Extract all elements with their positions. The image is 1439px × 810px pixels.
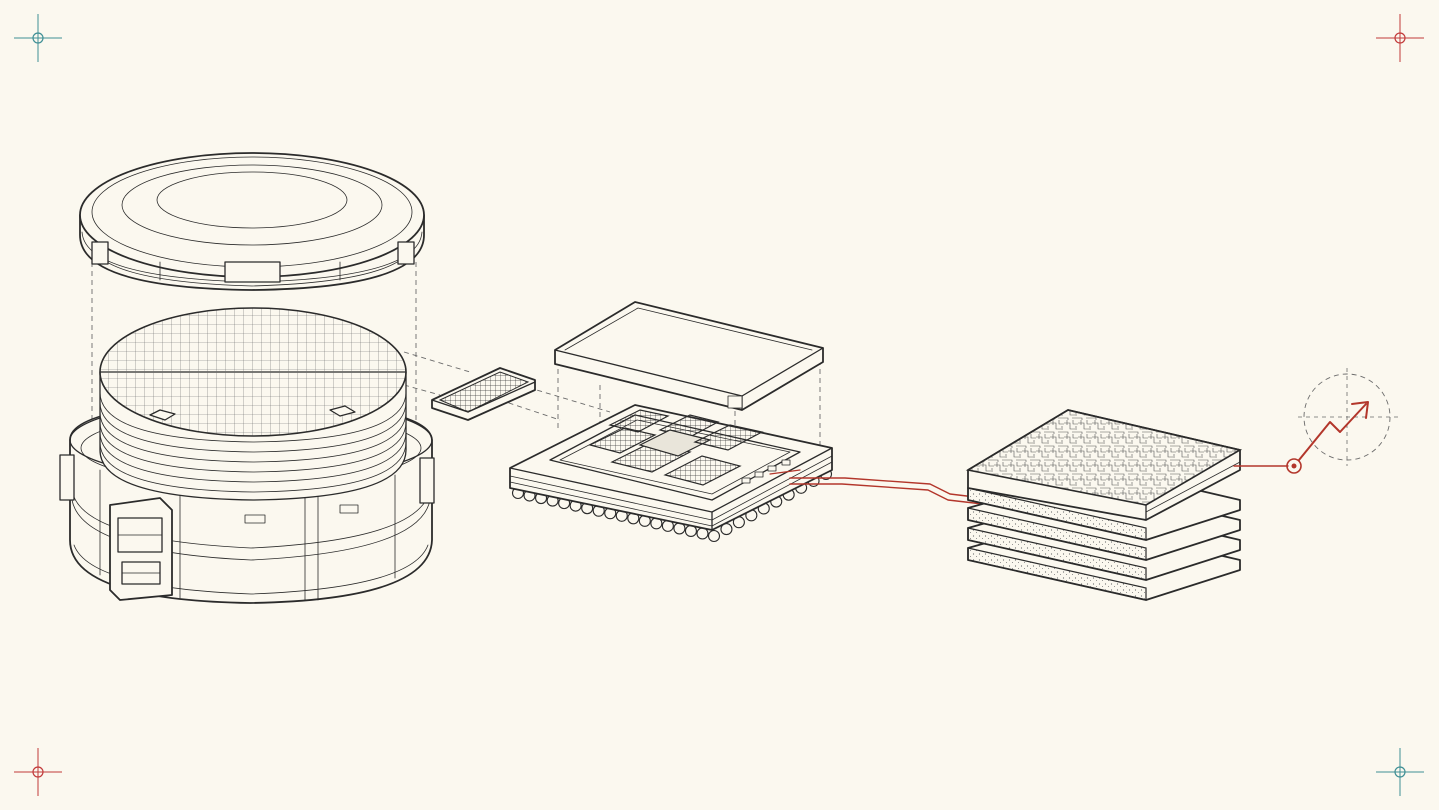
silicon-wafer-stack — [99, 307, 407, 501]
registration-mark-icon — [1376, 14, 1424, 62]
solder-ball — [707, 529, 721, 543]
registration-mark-icon — [14, 14, 62, 62]
wafer-carrier-lid — [79, 152, 425, 291]
growth-indicator — [1233, 368, 1398, 474]
growth-arrow-icon — [1286, 401, 1369, 474]
registration-mark-icon — [14, 748, 62, 796]
layered-board — [965, 409, 1243, 601]
registration-mark-icon — [1376, 748, 1424, 796]
die — [431, 367, 536, 421]
package-lid — [554, 301, 824, 411]
target-crosshair-icon — [1298, 368, 1398, 466]
alignment-guides — [91, 262, 821, 450]
